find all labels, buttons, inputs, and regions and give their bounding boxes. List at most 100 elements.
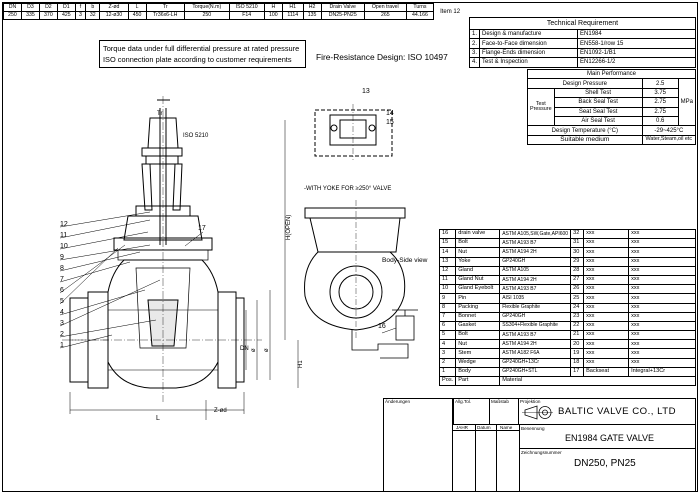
test-name: Shell Test <box>553 87 643 99</box>
dim-header-turns: Turns <box>405 3 435 12</box>
dim-value: 370 <box>38 11 58 20</box>
part-material: xxx <box>628 357 696 368</box>
suitable-medium-value: Water,Steam,oil etc <box>641 134 697 146</box>
part-material: xxx <box>628 247 696 258</box>
dim-header-iso: ISO 5210 <box>228 3 265 12</box>
dim-value: 265 <box>363 11 407 20</box>
dimension-value-row: 250 335 370 425 3 32 12-ø30 450 Tr36x6-L… <box>3 11 467 20</box>
tech-req-value: EN558-1/row 15 <box>577 38 696 49</box>
part-pos: 7 <box>438 311 457 322</box>
design-temperature-value: -29~425°C <box>641 125 697 136</box>
part-pos: 19 <box>570 348 585 359</box>
part-name: xxx <box>583 247 630 258</box>
part-name: Pin <box>455 293 501 304</box>
part-name: Backseat <box>583 366 630 378</box>
technical-requirement-table: Technical Requirement 1.Design & manufac… <box>468 17 696 68</box>
anderungen-label: Änderungen <box>385 399 411 404</box>
part-material: xxx <box>628 311 696 322</box>
scale-label: Maßstab <box>491 399 509 404</box>
test-value: 2.75 <box>641 106 679 117</box>
part-pos: 3 <box>438 348 457 359</box>
dim-header-l: L <box>127 3 147 12</box>
title-block-divider <box>383 398 453 492</box>
dim-value: 135 <box>302 11 322 20</box>
name-label: Name <box>500 425 513 430</box>
part-material: xxx <box>628 265 696 276</box>
company-name: BALTIC VALVE CO., LTD <box>558 406 677 417</box>
dimension-header-row: DN D3 D2 D1 f b Z-ød L Tr Torque(N.m) IS… <box>3 3 467 15</box>
part-material: SS304+Flexible Graphite <box>499 320 572 332</box>
dim-value: Tr36x6-LH <box>145 11 186 20</box>
projection-label: Projektion <box>520 399 541 404</box>
dim-header-h2: H2 <box>302 3 322 12</box>
tech-req-value: EN1984 <box>577 28 696 40</box>
part-material: ASTM A105,SW,Gate,API600 <box>499 228 572 240</box>
part-material: ASTM A194 2H <box>499 247 572 258</box>
test-value: 3.75 <box>641 87 679 99</box>
part-material: AISI 1035 <box>499 293 572 304</box>
design-temperature-label: Design Temperature (°C) <box>527 125 643 136</box>
part-material: xxx <box>628 330 696 341</box>
test-name: Air Seal Test <box>553 115 643 127</box>
parts-header-material: Material <box>499 375 696 387</box>
fire-resistance-note: Fire-Resistance Design: ISO 10497 <box>316 52 448 62</box>
part-name: xxx <box>583 293 630 304</box>
part-material: GP240GH <box>499 256 572 267</box>
title-cell-scale <box>489 398 519 425</box>
part-name: xxx <box>583 265 630 276</box>
part-material: Integral+13Cr <box>628 366 696 378</box>
dim-value: 44.166 <box>405 11 435 20</box>
part-material: xxx <box>628 256 696 267</box>
title-block <box>383 398 696 492</box>
part-name: Nut <box>455 247 501 258</box>
part-pos: 22 <box>570 320 585 332</box>
part-pos: 27 <box>570 274 585 286</box>
design-pressure-value: 2.5 <box>641 78 679 89</box>
part-pos: 16 <box>438 228 457 240</box>
dim-header-torque: Torque(N.m) <box>184 3 230 12</box>
part-material: xxx <box>628 238 696 249</box>
part-name: Bolt <box>455 238 501 249</box>
part-name: xxx <box>583 311 630 322</box>
part-name: Nut <box>455 339 501 350</box>
design-pressure-label: Design Pressure <box>527 78 643 89</box>
dim-value: 250 <box>3 11 22 20</box>
tech-req-item: Flange-Ends dimension <box>479 47 579 59</box>
part-name: Gland <box>455 265 501 276</box>
test-name: Back Seal Test <box>553 97 643 108</box>
part-material: Flexible Graphite <box>499 302 572 313</box>
note-iso-plate: ISO connection plate according to custom… <box>103 55 292 64</box>
part-material: GP240GH <box>499 311 572 322</box>
part-name: xxx <box>583 228 630 240</box>
notes-box <box>99 40 306 68</box>
part-name: xxx <box>583 348 630 359</box>
part-material: GP240GH+13Cr <box>499 357 572 368</box>
part-material: GP240GH+STL <box>499 366 572 378</box>
part-name: drain valve <box>455 228 501 240</box>
test-value: 2.75 <box>641 97 679 108</box>
part-material: xxx <box>628 293 696 304</box>
part-pos: 9 <box>438 293 457 304</box>
part-name: Packing <box>455 302 501 313</box>
title-cell-benennung <box>519 425 696 449</box>
title-row-line <box>453 398 696 425</box>
tech-req-no: 1. <box>468 28 481 40</box>
dim-item-label: Item 12 <box>440 8 461 15</box>
dim-value: 3 <box>74 11 87 20</box>
part-material: xxx <box>628 274 696 286</box>
part-name: xxx <box>583 302 630 313</box>
dim-header-h: H <box>263 3 283 12</box>
part-material: xxx <box>628 348 696 359</box>
tech-req-item: Design & manufacture <box>479 28 579 40</box>
